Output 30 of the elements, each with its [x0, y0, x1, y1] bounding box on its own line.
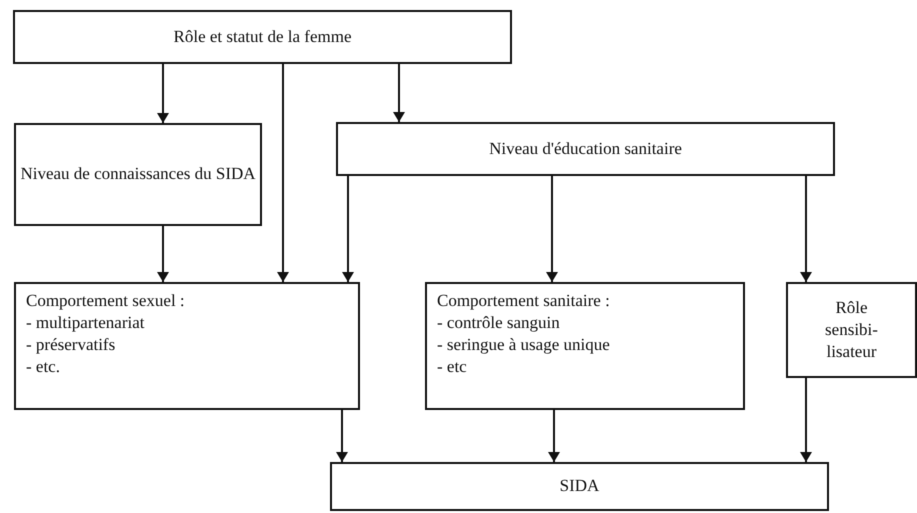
list-item: - etc	[437, 356, 468, 378]
node-label: Niveau de connaissances du SIDA	[20, 163, 256, 186]
process-box	[786, 282, 917, 378]
node-label: Rôle sensibi- lisateur	[824, 296, 879, 364]
list-item: - contrôle sanguin	[437, 312, 561, 334]
arrow	[548, 410, 560, 462]
process-box	[13, 10, 512, 64]
list-item: - préservatifs	[26, 334, 116, 356]
arrow	[800, 378, 812, 462]
process-box	[14, 282, 360, 410]
process-box	[330, 462, 829, 511]
node-label: SIDA	[560, 475, 600, 498]
arrow	[277, 64, 289, 282]
arrow	[393, 64, 405, 122]
node-heading: Comportement sanitaire :	[437, 290, 611, 312]
arrow	[336, 410, 348, 462]
process-box	[336, 122, 835, 176]
node-label: Rôle et statut de la femme	[174, 26, 352, 48]
node-label: Niveau d'éducation sanitaire	[489, 138, 682, 160]
arrow	[342, 176, 354, 282]
arrow	[546, 176, 558, 282]
process-box	[14, 123, 262, 226]
arrow	[800, 176, 812, 282]
arrow	[157, 226, 169, 282]
arrow	[157, 64, 169, 123]
list-item: - etc.	[26, 356, 61, 378]
list-item: - multipartenariat	[26, 312, 146, 334]
node-heading: Comportement sexuel :	[26, 290, 186, 312]
list-item: - seringue à usage unique	[437, 334, 611, 356]
process-box	[425, 282, 745, 410]
